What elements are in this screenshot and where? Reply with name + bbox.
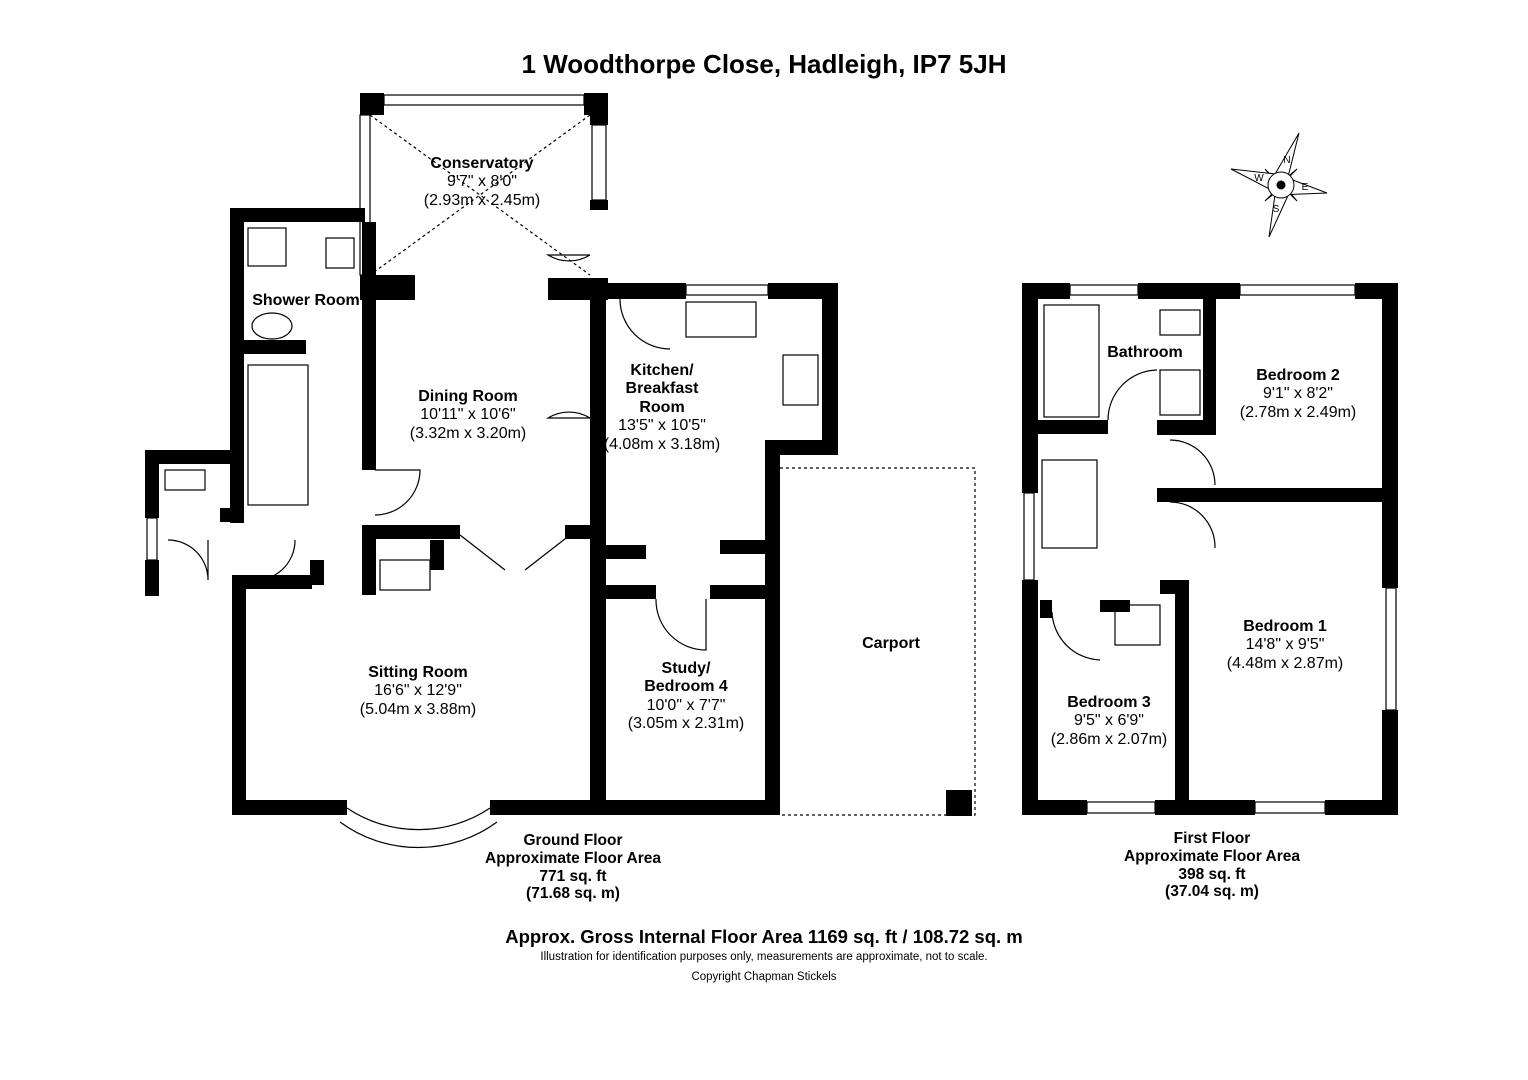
room-name-line-2: Bedroom 4 <box>644 678 728 696</box>
room-size-imperial: 13'5" x 10'5" <box>618 417 706 435</box>
first-floor-walls <box>1022 283 1398 815</box>
compass-label-e: E <box>1302 182 1309 193</box>
compass-label-n: N <box>1283 155 1290 166</box>
room-size-imperial: 10'0" x 7'7" <box>646 696 726 714</box>
gross-floor-area: Approx. Gross Internal Floor Area 1169 s… <box>505 926 1023 947</box>
room-size-metric: (2.86m x 2.07m) <box>1050 730 1168 748</box>
disclaimer: Illustration for identification purposes… <box>540 951 988 963</box>
room-size-metric: (4.08m x 3.18m) <box>603 435 721 453</box>
room-size-metric: (4.48m x 2.87m) <box>1226 654 1344 672</box>
room-name: Shower Room <box>252 292 360 309</box>
room-name: Kitchen/ <box>630 362 694 379</box>
room-size-metric: (5.04m x 3.88m) <box>359 700 477 718</box>
ground-floor-windows-and-fixtures <box>146 94 976 849</box>
room-name: Sitting Room <box>368 664 468 681</box>
room-size-imperial: 9'1" x 8'2" <box>1263 385 1333 403</box>
page-title: 1 Woodthorpe Close, Hadleigh, IP7 5JH <box>521 49 1007 79</box>
room-size-imperial: 16'6" x 12'9" <box>374 682 462 700</box>
copyright: Copyright Chapman Stickels <box>691 971 837 983</box>
room-name-line-2: Breakfast <box>625 380 699 398</box>
room-size-imperial: 14'8" x 9'5" <box>1245 636 1325 654</box>
room-size-metric: (3.05m x 2.31m) <box>627 715 745 733</box>
area-sqm: (37.04 sq. m) <box>1165 883 1259 901</box>
area-label: Approximate Floor Area <box>1124 847 1300 865</box>
area-sqft: 398 sq. ft <box>1178 865 1246 883</box>
room-name: Study/ <box>661 660 711 677</box>
room-carport: Carport <box>862 635 920 653</box>
room-size-metric: (2.78m x 2.49m) <box>1239 403 1357 421</box>
area-sqft: 771 sq. ft <box>539 867 607 885</box>
room-size-metric: (3.32m x 3.20m) <box>409 424 527 442</box>
room-shower-room: Shower Room <box>252 292 360 310</box>
compass-rose-icon <box>1230 132 1328 238</box>
room-bathroom: Bathroom <box>1107 344 1183 362</box>
first-floor-windows-and-fixtures <box>1023 284 1397 814</box>
room-size-imperial: 9'5" x 6'9" <box>1074 712 1144 730</box>
compass-label-w: W <box>1254 173 1264 184</box>
room-name-line-3: Room <box>639 398 685 416</box>
room-name: Bedroom 1 <box>1243 618 1327 635</box>
room-size-imperial: 9'7" x 8'0" <box>447 173 517 191</box>
area-label: Approximate Floor Area <box>485 849 661 867</box>
room-name: Bedroom 3 <box>1067 694 1151 711</box>
room-name: Conservatory <box>430 155 534 172</box>
room-name: Bedroom 2 <box>1256 367 1340 384</box>
floor-label: First Floor <box>1173 830 1251 847</box>
ground-floor-walls <box>145 93 972 816</box>
floor-label: Ground Floor <box>523 832 623 849</box>
area-sqm: (71.68 sq. m) <box>526 885 620 903</box>
room-name: Dining Room <box>418 388 518 405</box>
room-name: Bathroom <box>1107 344 1183 361</box>
room-size-metric: (2.93m x 2.45m) <box>423 191 541 209</box>
compass-label-s: S <box>1273 204 1280 215</box>
room-name: Carport <box>862 635 920 652</box>
room-size-imperial: 10'11" x 10'6" <box>420 406 516 424</box>
